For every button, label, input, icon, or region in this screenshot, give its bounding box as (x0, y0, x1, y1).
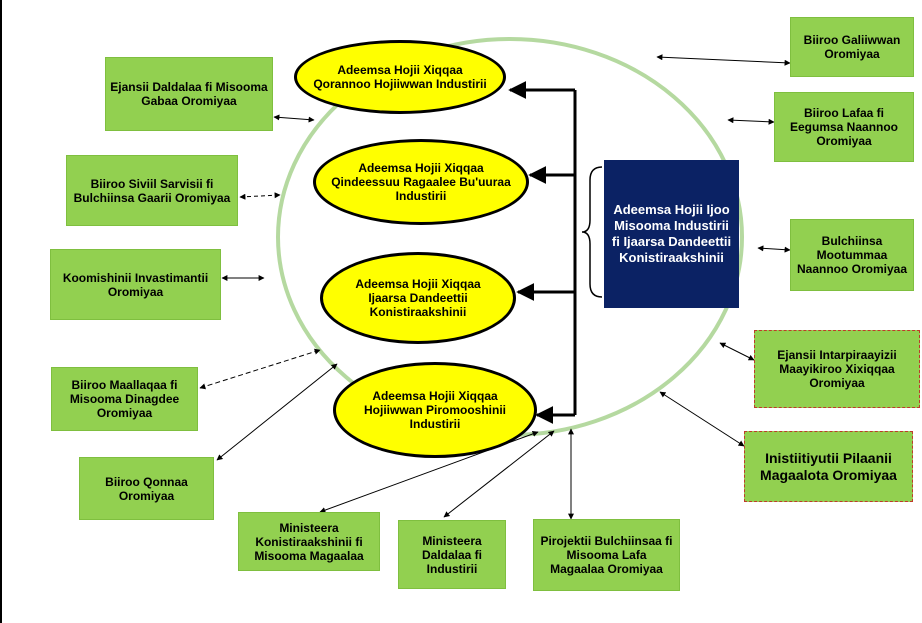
partner-koomishinii: Koomishinii Invastimantii Oromiyaa (50, 249, 221, 320)
partner-biiroo-galiiwwan: Biiroo Galiiwwan Oromiyaa (790, 17, 914, 77)
process-ellipse-1: Adeemsa Hojii Xiqqaa Qorannoo Hojiiwwan … (294, 40, 506, 114)
partner-ministeera-daldalaa: Ministeera Daldalaa fi Industirii (398, 520, 506, 589)
process-ellipse-3: Adeemsa Hojii Xiqqaa Ijaarsa Dandeettii … (320, 252, 516, 344)
partner-ejansii-intarpiraayizii: Ejansii Intarpiraayizii Maayikiroo Xixiq… (754, 330, 920, 408)
bracket-brace (581, 166, 603, 298)
process-ellipse-2: Adeemsa Hojii Xiqqaa Qindeessuu Ragaalee… (313, 139, 529, 225)
partner-biiroo-qonnaa: Biiroo Qonnaa Oromiyaa (79, 457, 214, 520)
partner-biiroo-lafaa: Biiroo Lafaa fi Eegumsa Naannoo Oromiyaa (774, 92, 914, 162)
process-label-4: Adeemsa Hojii Xiqqaa Hojiiwwan Piromoosh… (363, 389, 506, 431)
partner-ejansii-daldalaa: Ejansii Daldalaa fi Misooma Gabaa Oromiy… (105, 57, 273, 131)
partner-ministeera-konistiraakshinii: Ministeera Konistiraakshinii fi Misooma … (238, 512, 380, 571)
partner-pirojektii: Pirojektii Bulchiinsaa fi Misooma Lafa M… (533, 519, 680, 591)
core-process-box: Adeemsa Hojii Ijoo Misooma Industirii fi… (604, 160, 739, 308)
partner-biiroo-maallaqaa: Biiroo Maallaqaa fi Misooma Dinagdee Oro… (51, 367, 198, 431)
process-label-2: Adeemsa Hojii Xiqqaa Qindeessuu Ragaalee… (331, 161, 511, 203)
process-label-3: Adeemsa Hojii Xiqqaa Ijaarsa Dandeettii … (355, 277, 481, 319)
partner-bulchiinsa-mootummaa: Bulchiinsa Mootummaa Naannoo Oromiyaa (790, 219, 914, 291)
process-label-1: Adeemsa Hojii Xiqqaa Qorannoo Hojiiwwan … (313, 63, 487, 91)
core-process-label: Adeemsa Hojii Ijoo Misooma Industirii fi… (611, 202, 732, 265)
process-ellipse-4: Adeemsa Hojii Xiqqaa Hojiiwwan Piromoosh… (333, 362, 537, 458)
partner-biiroo-siviil: Biiroo Siviil Sarvisii fi Bulchiinsa Gaa… (66, 155, 238, 226)
partner-inistiitiyutii: Inistiitiyutii Pilaanii Magaalota Oromiy… (744, 431, 913, 502)
